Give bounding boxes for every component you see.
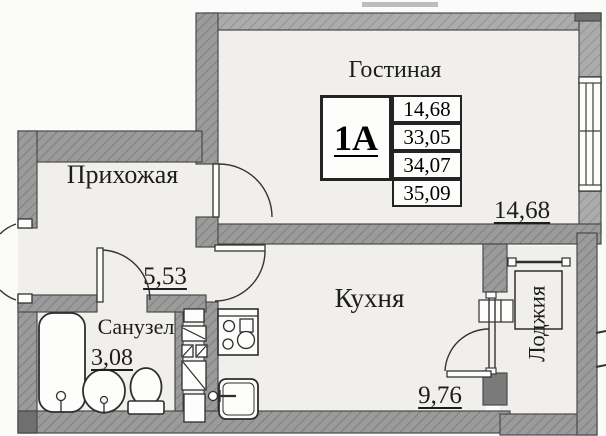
bathroom-fixtures bbox=[38, 312, 165, 415]
wall-corner-notch bbox=[574, 12, 602, 22]
unit-info-box: 1А 14,68 33,05 34,07 35,09 bbox=[320, 94, 464, 207]
kitchen-fixtures bbox=[207, 308, 259, 420]
exterior-line-top bbox=[362, 2, 438, 7]
stove-icon bbox=[217, 308, 259, 356]
room-area-living: 14,68 bbox=[493, 197, 551, 224]
wall-north bbox=[204, 12, 602, 31]
wall-bathroom-north-right bbox=[146, 294, 207, 313]
loggia-inner-box bbox=[514, 270, 563, 330]
room-label-kitchen: Кухня bbox=[334, 283, 405, 313]
room-label-hallway: Прихожая bbox=[66, 160, 179, 189]
wall-east-upper bbox=[578, 12, 602, 78]
walls bbox=[17, 2, 602, 436]
kitchen-sink-icon bbox=[207, 378, 259, 420]
unit-area-row: 14,68 bbox=[392, 95, 462, 123]
window-living-east-icon bbox=[578, 76, 602, 192]
room-label-living: Гостиная bbox=[348, 57, 442, 83]
toilet-icon bbox=[127, 367, 165, 415]
unit-area-row: 34,07 bbox=[392, 151, 462, 179]
washbasin-icon bbox=[82, 368, 126, 414]
unit-area-row: 35,09 bbox=[392, 179, 462, 207]
vent-shaft-icon bbox=[181, 308, 208, 423]
wall-living-kitchen-divider bbox=[204, 223, 602, 245]
wall-loggia-east bbox=[576, 232, 598, 436]
wall-living-west bbox=[195, 12, 219, 165]
loggia-details bbox=[507, 257, 571, 330]
wall-stub-doors bbox=[195, 216, 219, 248]
wall-south bbox=[17, 410, 511, 434]
window-kitchen-loggia-icon bbox=[478, 291, 514, 375]
door-kitchen bbox=[214, 244, 266, 302]
doors bbox=[0, 163, 492, 378]
wall-kitchen-loggia-upper bbox=[482, 243, 508, 293]
room-area-bathroom: 3,08 bbox=[91, 345, 133, 371]
dimension-ticks bbox=[595, 330, 606, 368]
wall-west-upper bbox=[17, 130, 38, 229]
door-entrance bbox=[0, 218, 33, 304]
wall-hallway-north bbox=[17, 130, 203, 163]
door-living-room bbox=[212, 163, 273, 218]
room-area-kitchen: 9,76 bbox=[418, 382, 462, 409]
wall-kitchen-loggia-pillar bbox=[482, 372, 508, 406]
unit-area-row: 33,05 bbox=[392, 123, 462, 151]
door-balcony bbox=[444, 328, 492, 378]
wall-corner-sw-block bbox=[17, 410, 38, 434]
bathtub-icon bbox=[38, 312, 86, 413]
room-area-hallway: 5,53 bbox=[143, 263, 187, 290]
room-label-loggia: Лоджия bbox=[524, 285, 550, 362]
unit-code: 1А bbox=[320, 95, 392, 181]
room-label-bathroom: Санузел bbox=[97, 314, 175, 339]
door-bathroom bbox=[96, 247, 151, 303]
